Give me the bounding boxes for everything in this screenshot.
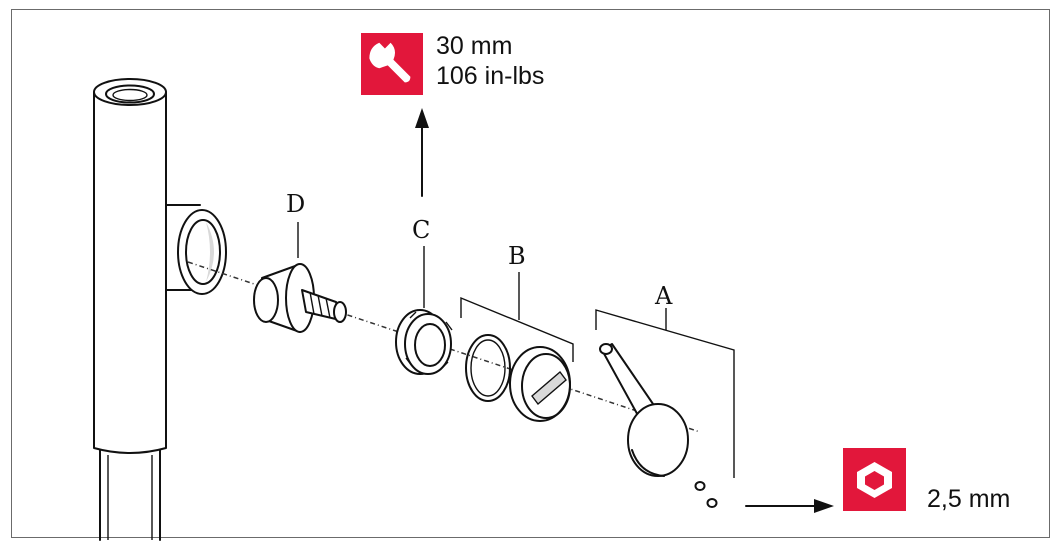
torque-value: 106 in-lbs xyxy=(436,62,545,90)
hex-nut-icon xyxy=(843,448,906,511)
hex-spec: 2,5 mm xyxy=(927,484,1010,514)
part-c-nut xyxy=(395,309,453,375)
torque-size: 30 mm xyxy=(436,32,513,60)
tee-pipe-body xyxy=(93,78,227,541)
torque-spec: 30 mm 106 in-lbs xyxy=(436,31,544,91)
label-c: C xyxy=(412,216,430,244)
part-d-cartridge xyxy=(253,263,347,333)
diagram-frame xyxy=(11,9,1050,538)
part-a-handle xyxy=(599,343,718,508)
label-b: B xyxy=(508,242,526,270)
hex-size: 2,5 mm xyxy=(927,485,1011,513)
label-d: D xyxy=(286,190,305,218)
callouts xyxy=(297,108,834,513)
part-b-cover xyxy=(465,334,571,422)
wrench-icon xyxy=(361,33,423,95)
label-a: A xyxy=(654,282,673,310)
